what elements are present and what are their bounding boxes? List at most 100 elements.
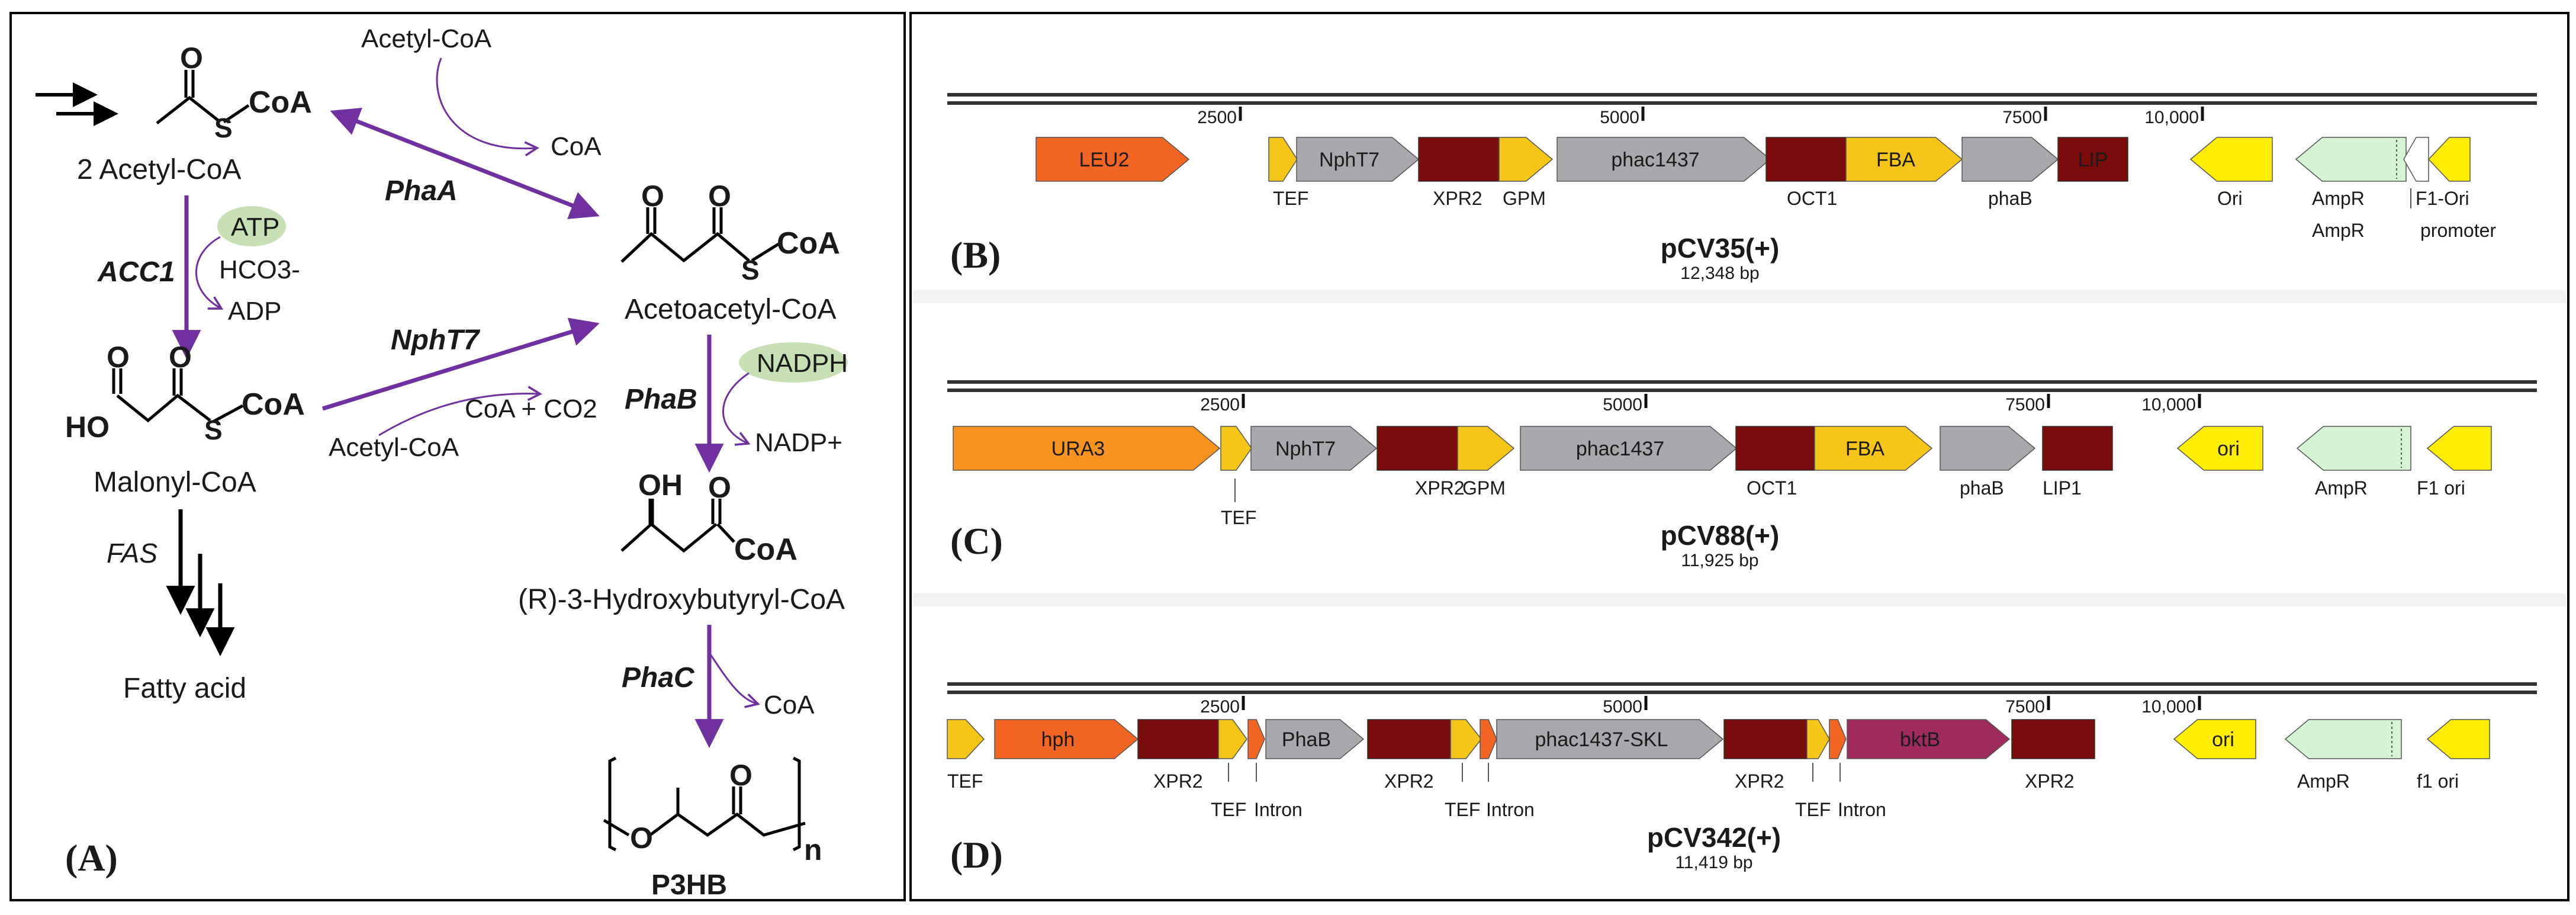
feature-lip1[interactable] [2042,426,2113,471]
feature-tef[interactable] [1268,137,1298,182]
feature-ori[interactable] [2176,426,2263,471]
plasmid-frame [909,12,2569,901]
feature-caption: TEF [1211,799,1246,820]
feature-ura3[interactable] [953,426,1221,471]
malonyl-coa-structure: O O HO S CoA [65,341,305,445]
feature-ori[interactable] [2189,137,2273,182]
feature-leu2[interactable] [1035,137,1190,182]
feature-phac1437[interactable] [1520,426,1738,471]
feature-gpm[interactable] [1457,426,1515,471]
oxygen-label: O [708,471,731,504]
feature-ampr[interactable] [2295,137,2407,182]
oxygen-label: O [641,179,664,213]
feature-npht7[interactable] [1250,426,1378,471]
feature-fba[interactable] [1845,137,1963,182]
feature-xpr2[interactable] [1418,137,1500,182]
feature-bktb[interactable] [1847,719,2011,759]
hydroxyl-label: OH [638,468,683,502]
feature-caption: Intron [1486,799,1535,820]
feature-xpr2b[interactable] [1367,719,1451,759]
panel-a: O S CoA 2 Acetyl-CoA ACC1 ATP HCO3- ADP … [9,12,906,901]
feature-ori[interactable] [2173,719,2256,759]
feature-label-phac: phac1437-SKL [1535,728,1668,751]
feature-tefb[interactable] [1450,719,1482,759]
feature-phac1437[interactable] [1556,137,1771,182]
feature-caption: f1 ori [2417,770,2459,792]
acetoacetyl-coa-structure: O O S CoA [620,179,840,285]
acetyl-coa-structure: O S CoA [156,41,312,143]
feature-label-phac1437: phac1437 [1576,438,1664,460]
panel-b-label: (B) [950,234,1001,276]
feature-xpr2c[interactable] [1723,719,1808,759]
feature-label-bktb: bktB [1900,728,1940,751]
p3hb-name: P3HB [651,869,727,901]
feature-caption: XPR2 [1153,770,1203,792]
feature-lip[interactable] [2057,137,2128,182]
feature-oct1[interactable] [1765,137,1847,182]
feature-npht7[interactable] [1296,137,1420,182]
feature-gpm[interactable] [1498,137,1554,182]
feature-caption: promoter [2420,220,2496,241]
enzyme-phab: PhaB [625,384,697,415]
feature-caption: LIP1 [2043,477,2082,499]
feature-f1ori[interactable] [2427,137,2471,182]
feature-hph[interactable] [994,719,1139,759]
cofactor-coa-co2: CoA + CO2 [465,394,597,423]
panel-c-label: (C) [950,520,1003,562]
acc1-cofactor-arc [195,236,224,310]
feature-f1ori[interactable] [2426,426,2492,471]
cofactor-nadp: NADP+ [755,428,842,457]
feature-phab[interactable] [1265,719,1365,759]
hydroxybutyryl-coa-name: (R)-3-Hydroxybutyryl-CoA [518,584,845,615]
feature-caption: TEF [1795,799,1831,820]
fatty-acid-name: Fatty acid [123,673,246,704]
feature-ampr[interactable] [2296,426,2411,471]
oxygen-label: O [729,759,752,792]
hydroxyl-label: HO [65,410,110,444]
feature-xpr2a[interactable] [1137,719,1219,759]
feature-phab[interactable] [1961,137,2059,182]
oxygen-label: O [708,179,731,213]
feature-label-leu2: LEU2 [1079,149,1129,171]
feature-xpr2d[interactable] [2011,719,2095,759]
phaa-arrow [330,108,600,219]
cofactor-atp: ATP [231,213,279,242]
feature-phac[interactable] [1496,719,1724,759]
feature-ampr[interactable] [2284,719,2402,759]
feature-caption: Intron [1254,799,1303,820]
feature-caption: AmpR [2312,188,2365,209]
feature-tef[interactable] [1220,426,1252,471]
axis-tick-label: 2500 [1200,697,1240,717]
feature-fba[interactable] [1814,426,1933,471]
feature-tefc[interactable] [1806,719,1830,759]
feature-oct1[interactable] [1735,426,1815,471]
feature-tef0[interactable] [947,719,985,759]
feature-label-fba: FBA [1845,438,1884,460]
axis-tick-label: 7500 [2002,108,2042,127]
cofactor-nadph: NADPH [757,349,848,378]
plasmid-name: pCV88(+) [1661,520,1780,551]
feature-xpr2[interactable] [1377,426,1458,471]
feature-f1ori[interactable] [2426,719,2490,759]
feature-caption: phaB [1960,477,2004,499]
cofactor-acetyl-coa-phaa: Acetyl-CoA [361,24,492,53]
feature-amp_prom[interactable] [2403,137,2429,182]
feature-caption: TEF [1445,799,1480,820]
feature-caption: OCT1 [1787,188,1837,209]
feature-introna[interactable] [1247,719,1265,759]
feature-phab[interactable] [1940,426,2036,471]
feature-caption: F1 ori [2417,477,2465,499]
feature-caption: GPM [1462,477,1506,499]
feature-intronc[interactable] [1829,719,1847,759]
coa-label: CoA [242,387,305,422]
feature-label-hph: hph [1041,728,1075,751]
feature-caption: XPR2 [2025,770,2075,792]
feature-caption: XPR2 [1433,188,1482,209]
feature-intronb[interactable] [1480,719,1497,759]
feature-tefa[interactable] [1218,719,1247,759]
